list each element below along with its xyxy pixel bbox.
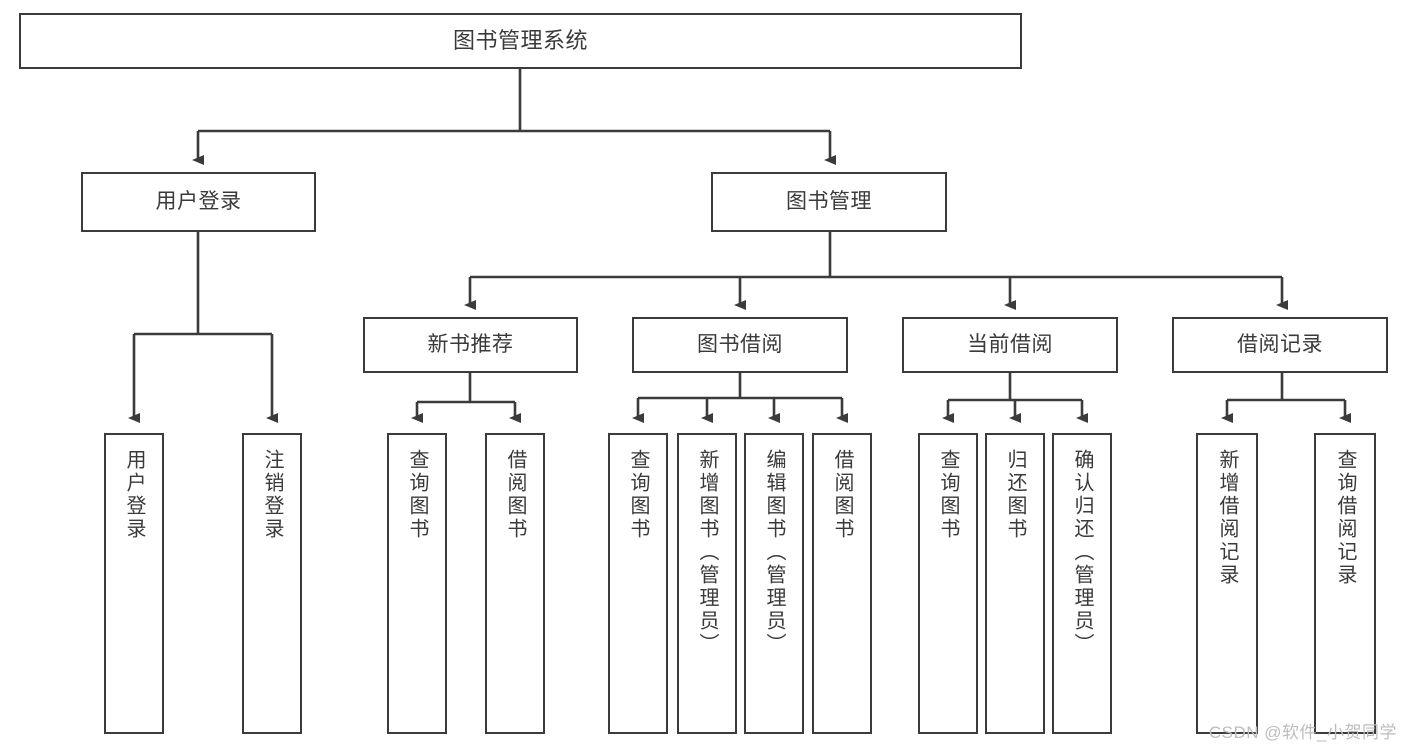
node-new-book-recommend[interactable]: 新书推荐 [363,317,578,373]
node-label: 用户登录 [123,449,145,541]
node-label: 借阅图书 [831,449,853,541]
node-borrow-record[interactable]: 借阅记录 [1172,317,1388,373]
node-root-system[interactable]: 图书管理系统 [19,13,1022,69]
node-label: 查询借阅记录 [1334,449,1356,587]
node-current-borrow[interactable]: 当前借阅 [902,317,1118,373]
node-label: 查询图书 [627,449,649,541]
node-label: 用户登录 [155,189,242,213]
leaf-recommend-borrow-book[interactable]: 借阅图书 [485,433,545,734]
node-label: 新增图书（管理员） [696,449,718,656]
node-label: 查询图书 [937,449,959,541]
leaf-current-confirm-return[interactable]: 确认归还（管理员） [1052,433,1112,734]
node-label: 归还图书 [1004,449,1026,541]
node-label: 查询图书 [406,449,428,541]
leaf-user-login-login[interactable]: 用户登录 [104,433,164,734]
leaf-borrow-query-book[interactable]: 查询图书 [608,433,668,734]
node-user-login[interactable]: 用户登录 [81,172,316,232]
leaf-recommend-query-book[interactable]: 查询图书 [387,433,447,734]
watermark-text: CSDN @软件_小贺同学 [1208,723,1397,742]
node-label: 借阅图书 [504,449,526,541]
leaf-current-query-book[interactable]: 查询图书 [918,433,978,734]
leaf-record-query-record[interactable]: 查询借阅记录 [1314,433,1376,734]
leaf-user-login-logout[interactable]: 注销登录 [242,433,302,734]
node-label: 新书推荐 [427,332,514,356]
node-label: 借阅记录 [1237,332,1323,356]
leaf-borrow-borrow-book[interactable]: 借阅图书 [812,433,872,734]
node-label: 编辑图书（管理员） [763,449,785,656]
node-label: 当前借阅 [967,332,1053,356]
node-book-borrow[interactable]: 图书借阅 [632,317,848,373]
leaf-borrow-edit-book[interactable]: 编辑图书（管理员） [744,433,804,734]
node-book-management[interactable]: 图书管理 [711,172,947,232]
node-label: 图书借阅 [697,332,783,356]
leaf-current-return-book[interactable]: 归还图书 [985,433,1045,734]
node-label: 确认归还（管理员） [1071,449,1093,656]
node-label: 图书管理 [786,189,872,213]
leaf-borrow-add-book[interactable]: 新增图书（管理员） [677,433,737,734]
leaf-record-add-record[interactable]: 新增借阅记录 [1196,433,1258,734]
node-label: 图书管理系统 [452,28,588,54]
node-label: 注销登录 [261,449,283,541]
node-label: 新增借阅记录 [1216,449,1238,587]
